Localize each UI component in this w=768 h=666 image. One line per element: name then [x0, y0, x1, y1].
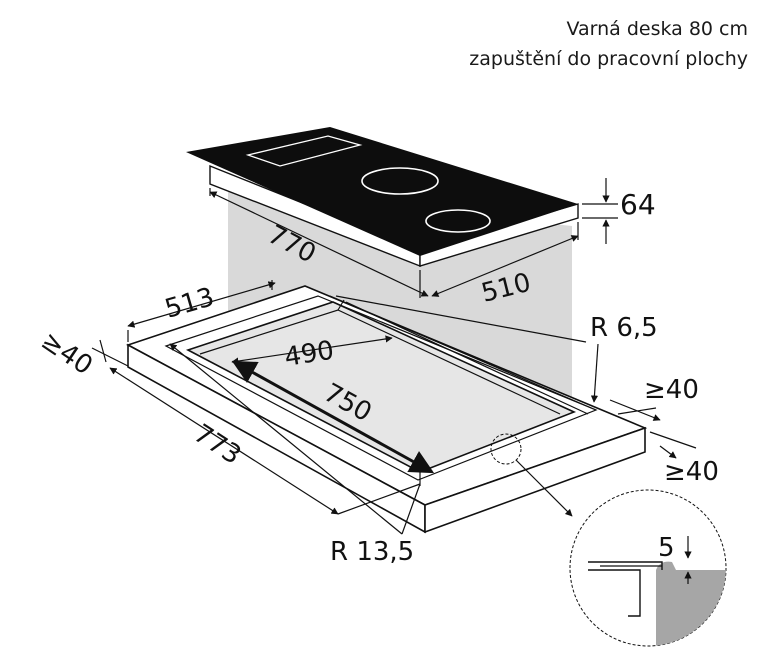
label-min-back: ≥40 — [36, 326, 98, 382]
label-min-front: ≥40 — [664, 457, 719, 487]
detail-marker-circle — [490, 433, 522, 465]
label-radius-outer: R 13,5 — [330, 537, 414, 567]
label-min-right: ≥40 — [644, 375, 699, 405]
label-hob-height: 64 — [620, 188, 656, 221]
control-panel — [245, 135, 363, 167]
title-line-2: zapuštění do pracovní plochy — [469, 48, 748, 70]
diagram-title: Varná deska 80 cm zapuštění do pracovní … — [469, 14, 748, 74]
label-detail-depth: 5 — [658, 533, 675, 563]
hob-glass — [186, 127, 578, 256]
label-radius-inner: R 6,5 — [590, 313, 658, 343]
title-line-1: Varná deska 80 cm — [566, 18, 748, 40]
dimension-lines — [91, 178, 697, 535]
